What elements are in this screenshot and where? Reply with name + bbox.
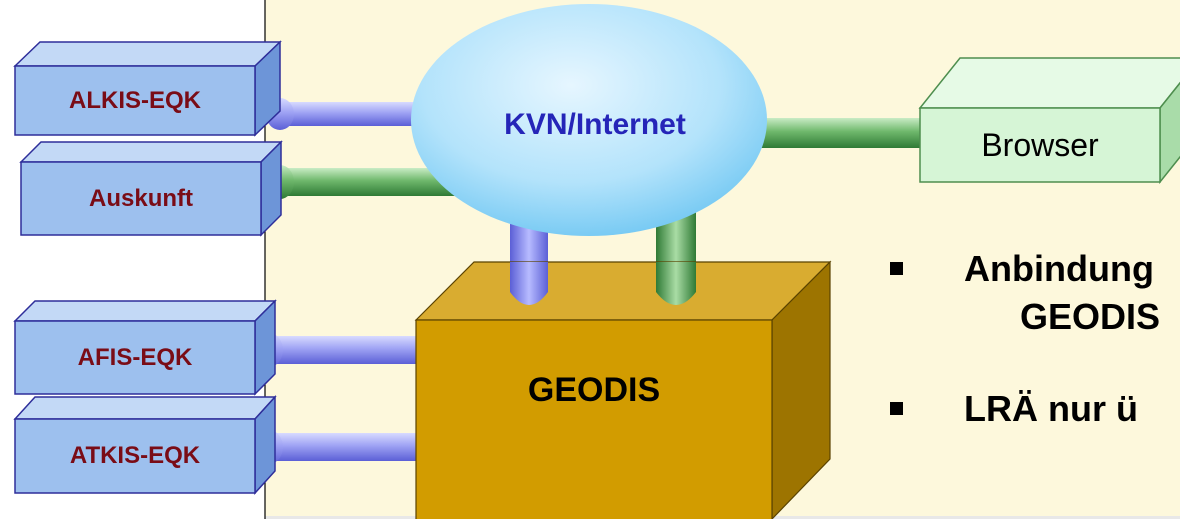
atkis-eqk-label: ATKIS-EQK (69, 442, 201, 469)
geodis-box (414, 260, 832, 519)
bullet-2-line-1: LRÄ nur ü (964, 388, 1138, 429)
auskunft-box (19, 140, 283, 237)
pipe-atkis-geodis (266, 433, 418, 461)
auskunft-label: Auskunft (89, 184, 193, 212)
browser-label: Browser (981, 126, 1099, 163)
geodis-label: GEODIS (527, 370, 661, 409)
network-cloud (411, 4, 767, 236)
atkis-eqk-box (13, 395, 277, 495)
pipe-geodis-entry-blue (510, 262, 548, 305)
afis-eqk-box (13, 299, 277, 396)
pipe-network-browser (760, 118, 926, 148)
pipe-afis-geodis (266, 336, 418, 364)
pipe-geodis-entry-green (656, 262, 696, 305)
afis-eqk-label: AFIS-EQK (77, 343, 193, 371)
bullet-1-line-2: GEODIS (1020, 296, 1161, 337)
browser-box (918, 57, 1180, 185)
pipe-auskunft-network (278, 168, 470, 196)
bullet-marker-1 (890, 262, 903, 275)
network-label: KVN/Internet (504, 108, 686, 141)
pipe-alkis-network (278, 102, 452, 126)
bullet-marker-2 (890, 402, 903, 415)
bullet-1-line-1: Anbindung (964, 248, 1154, 289)
alkis-eqk-box (13, 40, 282, 137)
alkis-eqk-label: ALKIS-EQK (69, 86, 201, 114)
